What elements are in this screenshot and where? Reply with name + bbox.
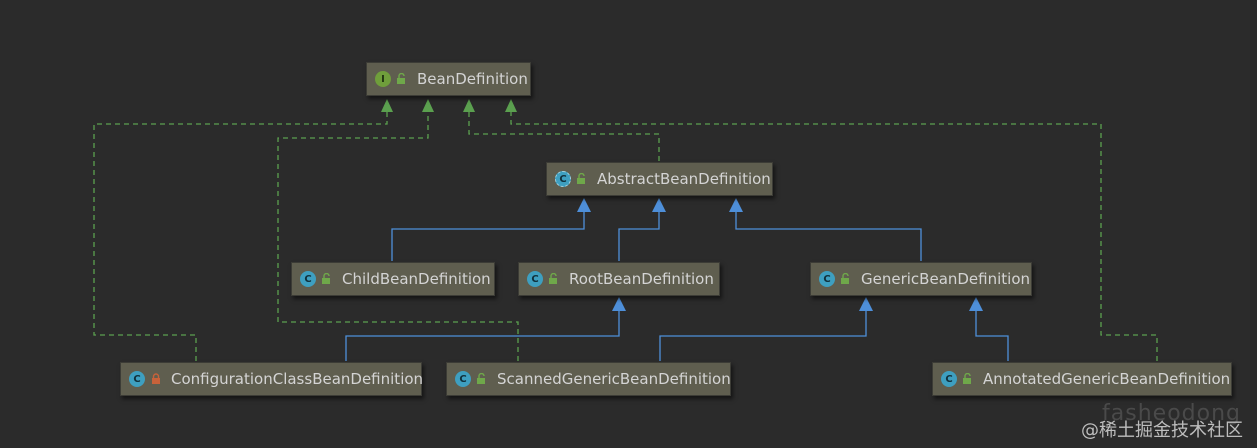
edge-scanned-extends-generic bbox=[659, 311, 867, 361]
node-child-bean-definition[interactable]: C ChildBeanDefinition bbox=[291, 262, 495, 296]
public-visibility-icon bbox=[575, 172, 589, 186]
arrowhead-extends-1 bbox=[577, 198, 591, 212]
public-visibility-icon bbox=[395, 72, 409, 86]
class-icon: C bbox=[129, 371, 145, 387]
edge-annotated-implements-beandefinition bbox=[510, 112, 1158, 361]
node-label: ChildBeanDefinition bbox=[342, 270, 491, 288]
public-visibility-icon bbox=[320, 272, 334, 286]
node-label: AbstractBeanDefinition bbox=[597, 170, 771, 188]
implements-arrowheads bbox=[381, 99, 517, 112]
public-visibility-icon bbox=[961, 372, 975, 386]
arrowhead-implements-3 bbox=[463, 99, 475, 112]
arrowhead-implements-1 bbox=[381, 99, 393, 112]
node-generic-bean-definition[interactable]: C GenericBeanDefinition bbox=[810, 262, 1032, 296]
node-annotated-generic-bean-definition[interactable]: C AnnotatedGenericBeanDefinition bbox=[932, 362, 1232, 396]
arrowhead-extends-2 bbox=[652, 198, 666, 212]
node-label: RootBeanDefinition bbox=[569, 270, 714, 288]
node-root-bean-definition[interactable]: C RootBeanDefinition bbox=[518, 262, 720, 296]
arrowhead-extends-3 bbox=[729, 198, 743, 212]
class-icon: C bbox=[941, 371, 957, 387]
edge-configuration-extends-root bbox=[345, 311, 620, 361]
node-label: GenericBeanDefinition bbox=[861, 270, 1031, 288]
class-icon: C bbox=[455, 371, 471, 387]
node-scanned-generic-bean-definition[interactable]: C ScannedGenericBeanDefinition bbox=[446, 362, 731, 396]
class-icon: C bbox=[527, 271, 543, 287]
node-bean-definition[interactable]: I BeanDefinition bbox=[366, 62, 531, 96]
class-icon: C bbox=[300, 271, 316, 287]
public-visibility-icon bbox=[547, 272, 561, 286]
arrowhead-extends-6 bbox=[969, 297, 983, 311]
class-icon: C bbox=[819, 271, 835, 287]
abstract-class-icon: C bbox=[555, 171, 571, 187]
watermark-ghost-text: fasheodong bbox=[1102, 401, 1241, 426]
extends-arrowheads bbox=[577, 198, 983, 311]
lock-icon bbox=[149, 372, 163, 386]
watermark: @稀土掘金技术社区 bbox=[1081, 420, 1243, 441]
edge-root-extends-abstract bbox=[618, 212, 660, 261]
node-label: AnnotatedGenericBeanDefinition bbox=[983, 370, 1231, 388]
node-label: ConfigurationClassBeanDefinition bbox=[171, 370, 424, 388]
edge-generic-extends-abstract bbox=[735, 212, 922, 261]
interface-icon: I bbox=[375, 71, 391, 87]
arrowhead-extends-4 bbox=[612, 297, 626, 311]
node-label: BeanDefinition bbox=[417, 70, 528, 88]
node-label: ScannedGenericBeanDefinition bbox=[497, 370, 731, 388]
public-visibility-icon bbox=[475, 372, 489, 386]
public-visibility-icon bbox=[839, 272, 853, 286]
edge-annotated-extends-generic bbox=[975, 311, 1009, 361]
node-configuration-class-bean-definition[interactable]: C ConfigurationClassBeanDefinition bbox=[120, 362, 424, 396]
node-abstract-bean-definition[interactable]: C AbstractBeanDefinition bbox=[546, 162, 773, 196]
arrowhead-implements-2 bbox=[422, 99, 434, 112]
edge-configuration-implements-beandefinition bbox=[93, 112, 388, 361]
extends-edges bbox=[345, 212, 1009, 361]
edge-scanned-implements-beandefinition bbox=[277, 112, 519, 361]
implements-edges bbox=[93, 112, 1158, 361]
arrowhead-implements-4 bbox=[505, 99, 517, 112]
edge-abstract-implements-beandefinition bbox=[468, 112, 660, 161]
edge-child-extends-abstract bbox=[391, 212, 585, 261]
arrowhead-extends-5 bbox=[859, 297, 873, 311]
